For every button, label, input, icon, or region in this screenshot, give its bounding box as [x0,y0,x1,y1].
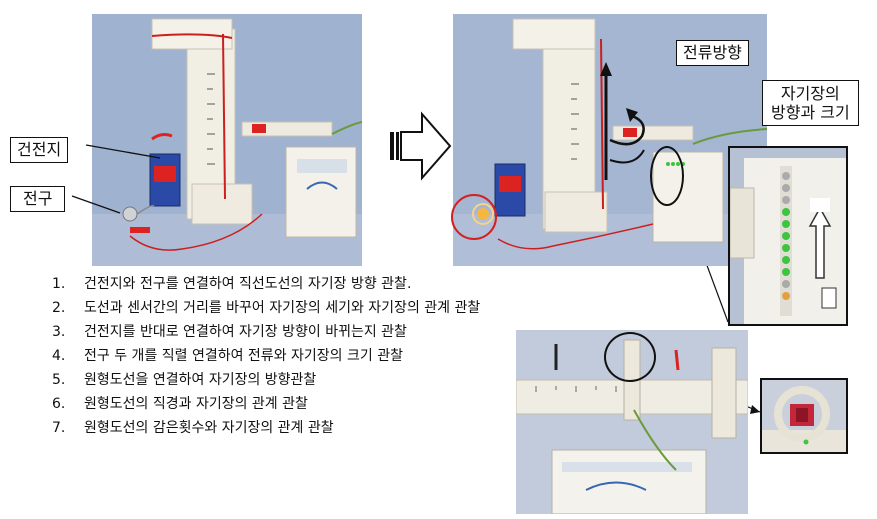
list-item: 4. 전구 두 개를 직렬 연결하여 전류와 자기장의 크기 관찰 [52,344,480,368]
right-arrow-icon [390,110,452,182]
callout-field-line2: 방향과 크기 [771,103,850,122]
step-number: 7. [52,420,66,436]
list-item: 6. 원형도선의 직경과 자기장의 관계 관찰 [52,392,480,416]
callout-battery: 건전지 [10,137,69,163]
list-item: 2. 도선과 센서간의 거리를 바꾸어 자기장의 세기와 자기장의 관계 관찰 [52,296,480,320]
step-text: 원형도선을 연결하여 자기장의 방향관찰 [84,372,317,388]
step-text: 원형도선의 직경과 자기장의 관계 관찰 [84,396,308,412]
callout-field-direction-magnitude: 자기장의 방향과 크기 [762,80,859,126]
callout-current-direction: 전류방향 [676,40,749,66]
step-number: 6. [52,396,66,412]
photo-apparatus-right [453,14,767,266]
step-number: 2. [52,300,66,316]
step-number: 3. [52,324,66,340]
callout-bulb: 전구 [10,186,66,212]
step-text: 건전지와 전구를 연결하여 직선도선의 자기장 방향 관찰. [84,276,412,292]
step-text: 건전지를 반대로 연결하여 자기장 방향이 바뀌는지 관찰 [84,324,407,340]
list-item: 5. 원형도선을 연결하여 자기장의 방향관찰 [52,368,480,392]
list-item: 7. 원형도선의 감은횟수와 자기장의 관계 관찰 [52,416,480,440]
photo-ring-zoom [760,378,848,454]
step-number: 1. [52,276,66,292]
callout-field-line1: 자기장의 [780,84,840,103]
step-text: 도선과 센서간의 거리를 바꾸어 자기장의 세기와 자기장의 관계 관찰 [84,300,481,316]
step-text: 전구 두 개를 직렬 연결하여 전류와 자기장의 크기 관찰 [84,348,403,364]
list-item: 1. 건전지와 전구를 연결하여 직선도선의 자기장 방향 관찰. [52,272,480,296]
step-list: 1. 건전지와 전구를 연결하여 직선도선의 자기장 방향 관찰. 2. 도선과 센… [52,272,480,440]
curl-arrow-icon [609,108,645,164]
step-number: 4. [52,348,66,364]
list-item: 3. 건전지를 반대로 연결하여 자기장 방향이 바뀌는지 관찰 [52,320,480,344]
current-arrow-icon [600,62,612,180]
step-text: 원형도선의 감은횟수와 자기장의 관계 관찰 [84,420,334,436]
ring-highlight-circle [604,332,656,382]
photo-sensor-zoom [728,146,848,326]
bulb-highlight-circle [451,194,497,240]
step-number: 5. [52,372,66,388]
photo-apparatus-left [92,14,362,266]
sensor-highlight-circle [650,146,684,206]
